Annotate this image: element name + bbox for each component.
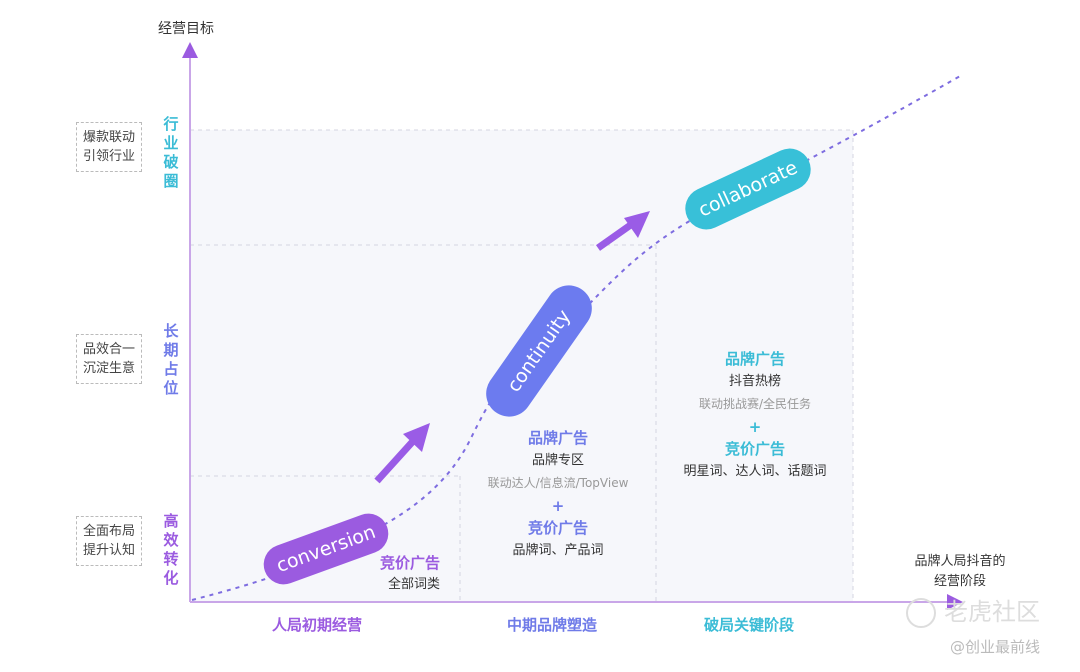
block-title: 品牌广告	[527, 429, 588, 447]
box-line: 全面布局	[83, 524, 136, 539]
box-line: 沉淀生意	[83, 361, 136, 376]
x-axis-label: 品牌人局抖音的经营阶段	[914, 554, 1006, 589]
block-title: 品牌广告	[724, 350, 785, 368]
level-box-conversion: 全面布局提升认知	[76, 516, 143, 566]
watermark-icon	[906, 598, 936, 628]
block-title: 竞价广告	[724, 440, 785, 458]
level-box-longterm: 品效合一沉淀生意	[76, 334, 143, 384]
watermark-handle: @创业最前线	[950, 638, 1041, 656]
box-line: 引领行业	[83, 149, 136, 164]
block-plus: +	[748, 417, 762, 436]
early-block: 竞价广告 全部词类	[380, 553, 440, 595]
box-line: 提升认知	[83, 543, 136, 558]
level-label-breakout: 行业破圈	[163, 115, 179, 190]
block-line: 品牌专区	[531, 452, 584, 468]
watermark-logo-text: 老虎社区	[944, 598, 1040, 626]
level-label-conversion: 高效转化	[163, 512, 179, 587]
block-sub: 联动挑战赛/全民任务	[698, 397, 812, 411]
level-box-breakout: 爆款联动引领行业	[76, 122, 143, 172]
block-title: 竞价广告	[380, 554, 441, 572]
watermark-logo: 老虎社区	[906, 592, 1040, 628]
mid-block: 品牌广告 品牌专区 联动达人/信息流/TopView + 竞价广告 品牌词、产品…	[468, 427, 648, 562]
stage-mid: 中期品牌塑造	[507, 616, 598, 634]
block-line: 抖音热榜	[728, 373, 781, 389]
arrow-icon	[374, 423, 430, 484]
box-line: 品效合一	[83, 342, 136, 357]
block-plus: +	[551, 496, 565, 515]
key-block: 品牌广告 抖音热榜 联动挑战赛/全民任务 + 竞价广告 明星词、达人词、话题词	[660, 348, 850, 483]
block-line: 品牌词、产品词	[512, 542, 604, 558]
arrow-icon	[595, 211, 650, 251]
block-line: 明星词、达人词、话题词	[683, 463, 827, 479]
block-title: 竞价广告	[527, 519, 588, 537]
box-line: 爆款联动	[83, 130, 136, 145]
y-axis-label: 经营目标	[158, 21, 214, 37]
level-label-longterm: 长期占位	[163, 322, 179, 397]
stage-early: 人局初期经营	[272, 616, 363, 634]
stage-key: 破局关键阶段	[704, 616, 795, 634]
block-line: 全部词类	[388, 577, 441, 592]
grid-lines	[190, 129, 854, 602]
block-sub: 联动达人/信息流/TopView	[487, 476, 629, 490]
